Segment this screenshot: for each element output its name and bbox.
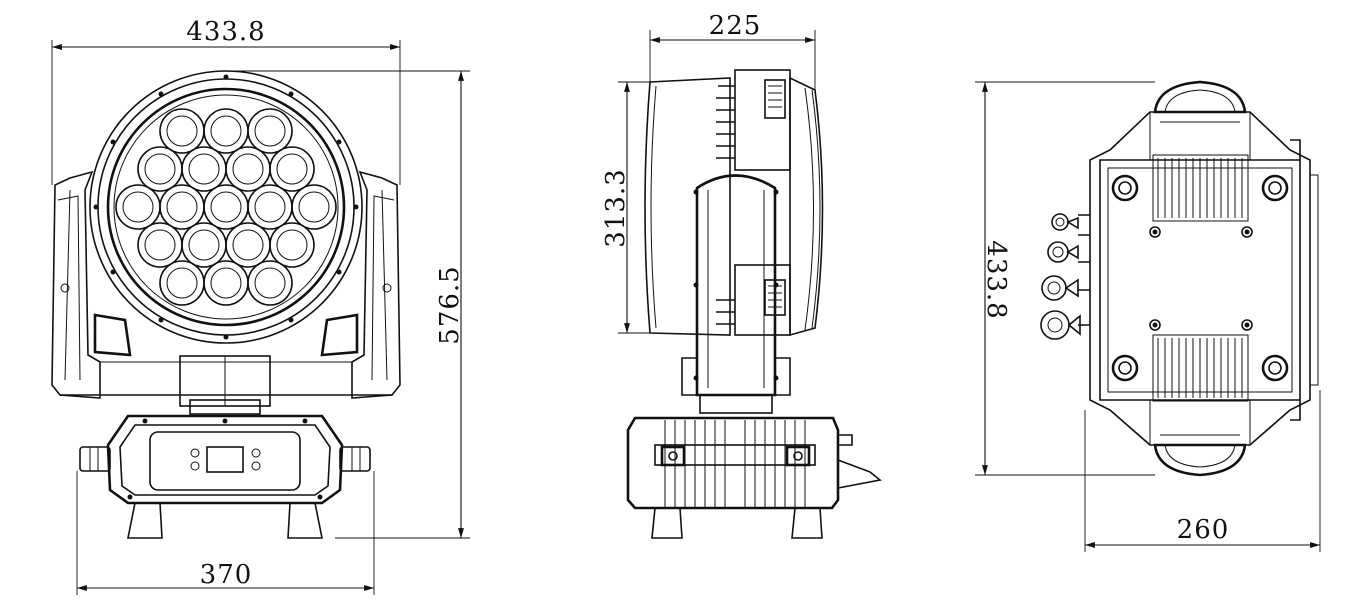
top-vents — [1152, 154, 1249, 402]
front-width-label: 433.8 — [186, 17, 265, 47]
top-width-label: 260 — [1177, 515, 1230, 545]
top-view: 433.8 260 — [975, 80, 1321, 552]
top-length-label: 433.8 — [981, 240, 1011, 319]
side-depth-label: 225 — [709, 11, 762, 41]
side-connectors — [1040, 213, 1090, 340]
side-height-label: 313.3 — [601, 168, 631, 247]
base-width-label: 370 — [200, 560, 253, 590]
front-height-label: 576.5 — [435, 265, 465, 344]
side-view: 225 313.3 — [601, 11, 882, 539]
front-view: 433.8 576.5 370 — [51, 17, 470, 595]
lens-array — [115, 108, 337, 306]
